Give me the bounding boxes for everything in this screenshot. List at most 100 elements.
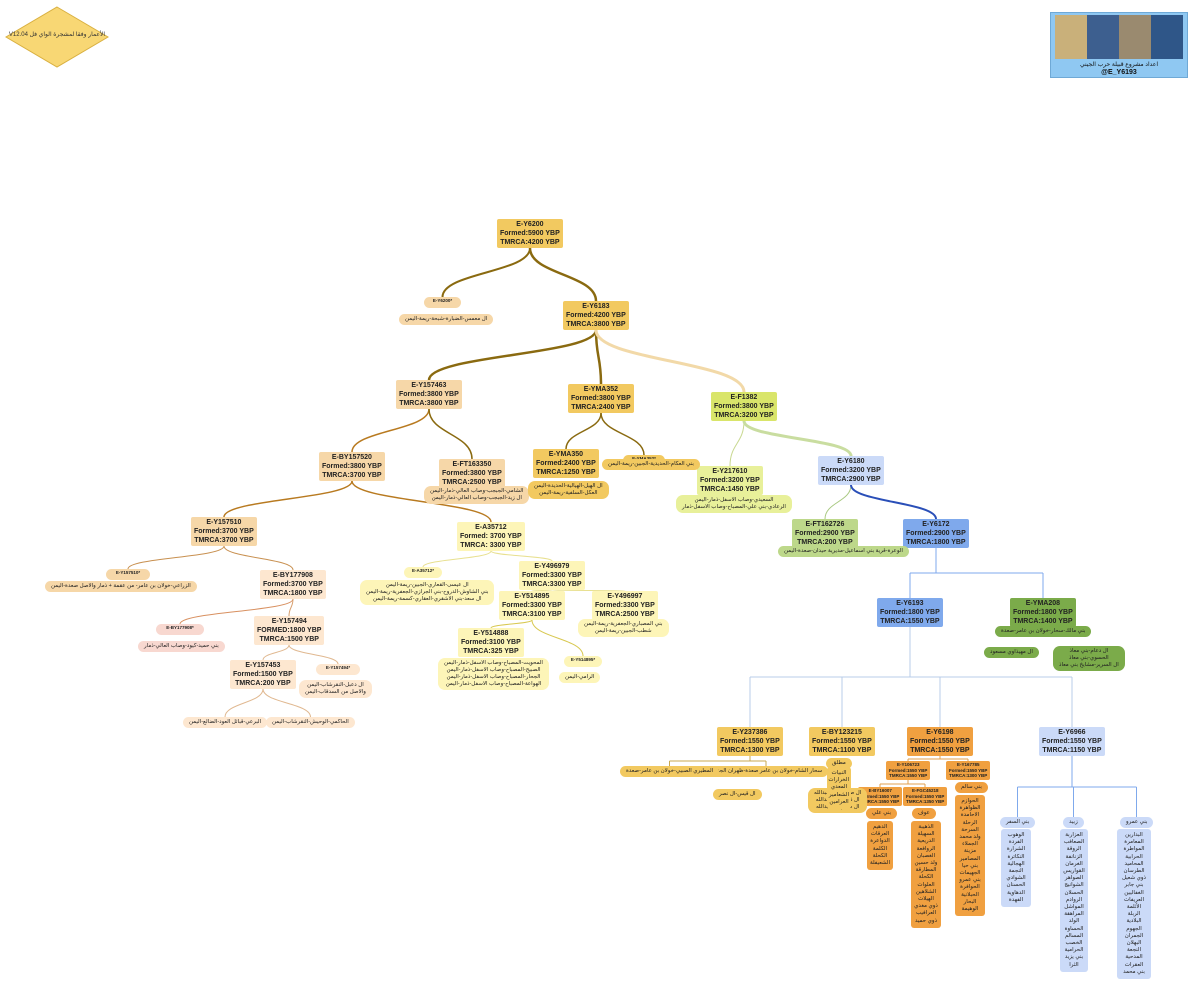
node-line: E-F1382: [730, 394, 758, 401]
column-line: السهيلة: [917, 831, 935, 838]
tree-edge: [742, 420, 853, 457]
node-line: E-Y237386: [732, 729, 768, 736]
column-line: الروادم: [1065, 896, 1083, 903]
label-y167785: بني سالم: [955, 782, 988, 793]
node-line: E-YMA352: [583, 386, 619, 393]
column-line: المسالم: [1064, 932, 1084, 939]
tree-edge: [262, 688, 311, 718]
tree-connector: [1017, 756, 1137, 817]
node-line: TMRCA:1800 YBP: [906, 539, 966, 546]
column-line: الظواهرة: [959, 805, 981, 812]
column-line: الخصب: [1065, 940, 1083, 947]
column-line: الصعافب: [1063, 839, 1085, 846]
tree-edge: [490, 619, 533, 629]
label-line: ال عيسى-القعاري-الجبين-ريمة-اليمن: [385, 582, 469, 588]
label-line: بني عمرو: [1126, 819, 1148, 825]
node-line: TMRCA:3700 YBP: [194, 537, 254, 544]
column-line: البحار: [963, 898, 977, 905]
column-line: ذوي مغدي: [914, 903, 938, 910]
column-line: الشرارة: [1006, 846, 1026, 853]
tree-edge: [824, 484, 852, 520]
column-line: الدريعية: [917, 838, 935, 845]
column-line: ذوي شعيل: [1121, 875, 1147, 882]
column-line: الصواهر: [1064, 875, 1084, 882]
column-line: بني محمد: [1123, 968, 1145, 975]
node-line: TMRCA:1450 YBP: [700, 486, 760, 493]
tree-edge: [223, 480, 353, 518]
node-line: Formed:1550 YBP: [906, 793, 945, 799]
node-line: Formed:1550 YBP: [812, 738, 872, 745]
node-line: Formed:3800 YBP: [399, 391, 459, 398]
node-line: Formed:3300 YBP: [522, 572, 582, 579]
node-e-by177908-star: E-BY177908*: [156, 624, 204, 635]
tree-edge: [179, 598, 294, 625]
label-y237386-b: المطيري الصبيي-خولان بن عامر-صعدة: [620, 766, 720, 777]
banner-photos: [1055, 15, 1183, 59]
column-line: الهجالية: [1007, 860, 1025, 867]
node-line: TMRCA:1550 YBP: [861, 799, 900, 804]
label-y6200-star: ال معمس-الضبارة-شبحة-ريمة-اليمن: [399, 314, 494, 325]
node-line: E-Y167785: [956, 762, 980, 767]
label-line: بني المصباري-الجعفرية-ريمة-اليمن: [584, 621, 663, 627]
column-line: الولد: [1068, 918, 1080, 925]
tree-edge: [531, 619, 584, 657]
tree-edge: [351, 480, 492, 523]
tree-edge: [600, 412, 645, 456]
label-line: الرامي-اليمن: [565, 674, 595, 680]
label-line: ال الهيل-الهيالية-الحديدة-اليمن: [534, 483, 603, 489]
node-line: Formed:3300 YBP: [595, 602, 655, 609]
node-line: E-Y6200: [516, 221, 544, 228]
column-line: البهلان: [1126, 940, 1142, 947]
column-line: الفردة: [1008, 839, 1024, 846]
column-line: بني عمرو: [959, 877, 981, 884]
node-line: E-Y157453: [245, 662, 281, 669]
tree-edge: [262, 644, 290, 661]
tree-edge: [127, 545, 225, 570]
node-e-y157510-star: E-Y157510*: [106, 569, 150, 580]
node-line: E-Y514895: [514, 593, 550, 600]
label-by177908-star: بني حميد-كيود-وصاب العالي-ذمار: [138, 641, 225, 652]
node-line: TMRCA:1800 YBP: [263, 590, 323, 597]
node-line: TMRCA:1100 YBP: [812, 747, 872, 754]
column-line: العرامين: [829, 798, 849, 805]
column-line: الرحلة: [962, 819, 978, 826]
label-line: بني الشاوش-الدروح-بني الجرازي-الجعفرية-ر…: [366, 589, 489, 595]
column-line: الروافعة: [916, 845, 936, 852]
node-line: E-Y157510: [206, 519, 242, 526]
label-line: ال دعبل-النقرشاب-اليمن: [307, 682, 364, 688]
node-line: TMRCA:3100 YBP: [502, 611, 562, 618]
node-line: E-Y514895*: [570, 657, 596, 662]
version-note: الأعمار وفقا لمشجرة الواي فل V12.04: [8, 32, 106, 38]
node-line: Formed:3800 YBP: [322, 463, 382, 470]
tree-edge: [288, 644, 339, 665]
column-line: مزينة: [963, 848, 977, 855]
label-line: الزراعي-خولان بن عامر- من عقمة + ذمار وا…: [51, 583, 191, 589]
label-line: ال سعد-بني الاشقري-العقاري-كسمة-ريمة-الي…: [372, 596, 482, 602]
label-line: ال معمس-الضبارة-شبحة-ريمة-اليمن: [405, 316, 488, 322]
node-line: E-BY157520: [331, 454, 372, 461]
node-line: TMRCA:2500 YBP: [442, 479, 502, 486]
tree-edge: [422, 550, 492, 568]
column-line: الزنانفة: [1065, 853, 1083, 860]
node-line: E-BY177908: [272, 572, 313, 579]
tree-edge: [729, 420, 745, 467]
label-yma352-star: بني العكام-الحديدية-الجبين-ريمة-اليمن: [602, 459, 700, 470]
column-line: الدهيم: [872, 824, 888, 830]
node-line: Formed:1800 YBP: [880, 609, 940, 616]
column-line: الفهدة: [1008, 896, 1024, 903]
column-line: الأثلمة: [1126, 904, 1142, 911]
banner-photo: [1119, 15, 1151, 59]
